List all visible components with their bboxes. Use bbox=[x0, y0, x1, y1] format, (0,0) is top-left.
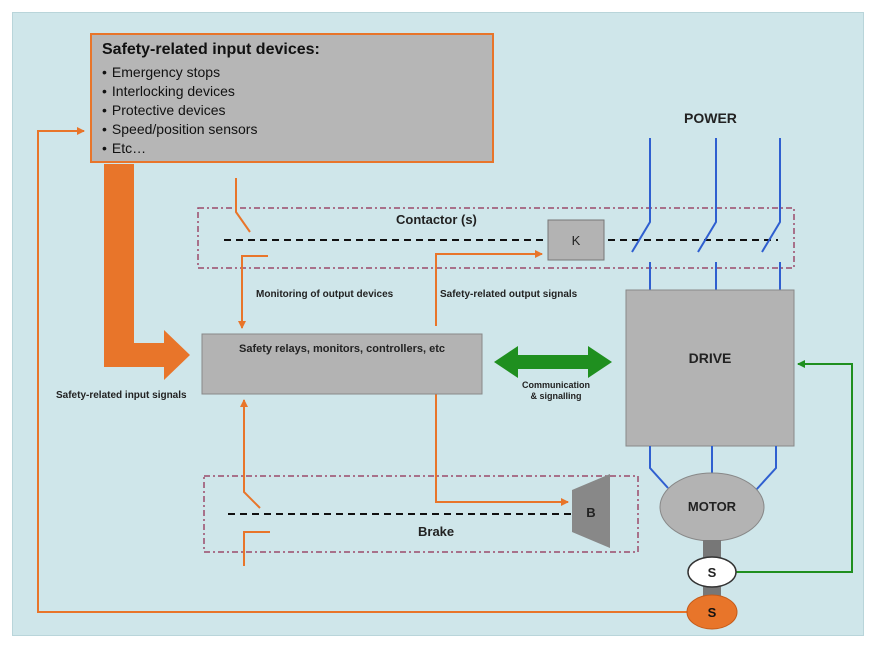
input-devices-title: Safety-related input devices: bbox=[102, 41, 320, 58]
sensor-feedback-line bbox=[37, 127, 690, 613]
input-signals-label: Safety-related input signals bbox=[56, 390, 187, 401]
input-devices-list: Emergency stops Interlocking devices Pro… bbox=[102, 63, 482, 158]
brake-block bbox=[572, 474, 610, 548]
motor-label: MOTOR bbox=[687, 498, 737, 514]
power-lines bbox=[631, 138, 781, 290]
monitoring-label: Monitoring of output devices bbox=[256, 289, 394, 300]
input-signal-arrow bbox=[104, 164, 190, 380]
list-item: Emergency stops bbox=[102, 63, 482, 82]
monitoring-contact-top bbox=[235, 178, 251, 233]
drive-feedback-line bbox=[736, 360, 853, 573]
monitoring-contact-bottom bbox=[238, 255, 268, 329]
brake-group-box bbox=[203, 475, 639, 553]
communication-label: Communication & signalling bbox=[521, 380, 590, 401]
contactor-group-box bbox=[197, 207, 795, 269]
brake-contact-bottom bbox=[243, 531, 270, 566]
sensor-upper bbox=[687, 556, 737, 588]
drive-box bbox=[625, 289, 795, 447]
contactor-k-block bbox=[547, 219, 605, 261]
power-label: POWER bbox=[684, 110, 737, 126]
list-item: Speed/position sensors bbox=[102, 120, 482, 139]
list-item: Protective devices bbox=[102, 101, 482, 120]
k-block-label: K bbox=[571, 232, 581, 248]
controller-label: Safety relays, monitors, controllers, et… bbox=[238, 343, 446, 355]
sensor-lower-label: S bbox=[707, 604, 717, 620]
list-item: Interlocking devices bbox=[102, 82, 482, 101]
sensor-lower bbox=[686, 594, 738, 630]
input-devices-box: Safety-related input devices: Emergency … bbox=[90, 33, 494, 163]
brake-label: Brake bbox=[418, 524, 455, 539]
brake-signal-line bbox=[435, 394, 569, 506]
output-signals-label: Safety-related output signals bbox=[440, 289, 578, 300]
brake-contact-top bbox=[240, 399, 261, 509]
drive-label: DRIVE bbox=[688, 350, 732, 366]
sensor-upper-label: S bbox=[707, 564, 717, 580]
list-item: Etc… bbox=[102, 139, 482, 158]
brake-block-label: B bbox=[586, 504, 596, 520]
controller-box bbox=[201, 333, 483, 395]
contactor-label: Contactor (s) bbox=[396, 212, 477, 227]
communication-arrow bbox=[494, 346, 612, 378]
output-signal-line bbox=[435, 250, 543, 326]
